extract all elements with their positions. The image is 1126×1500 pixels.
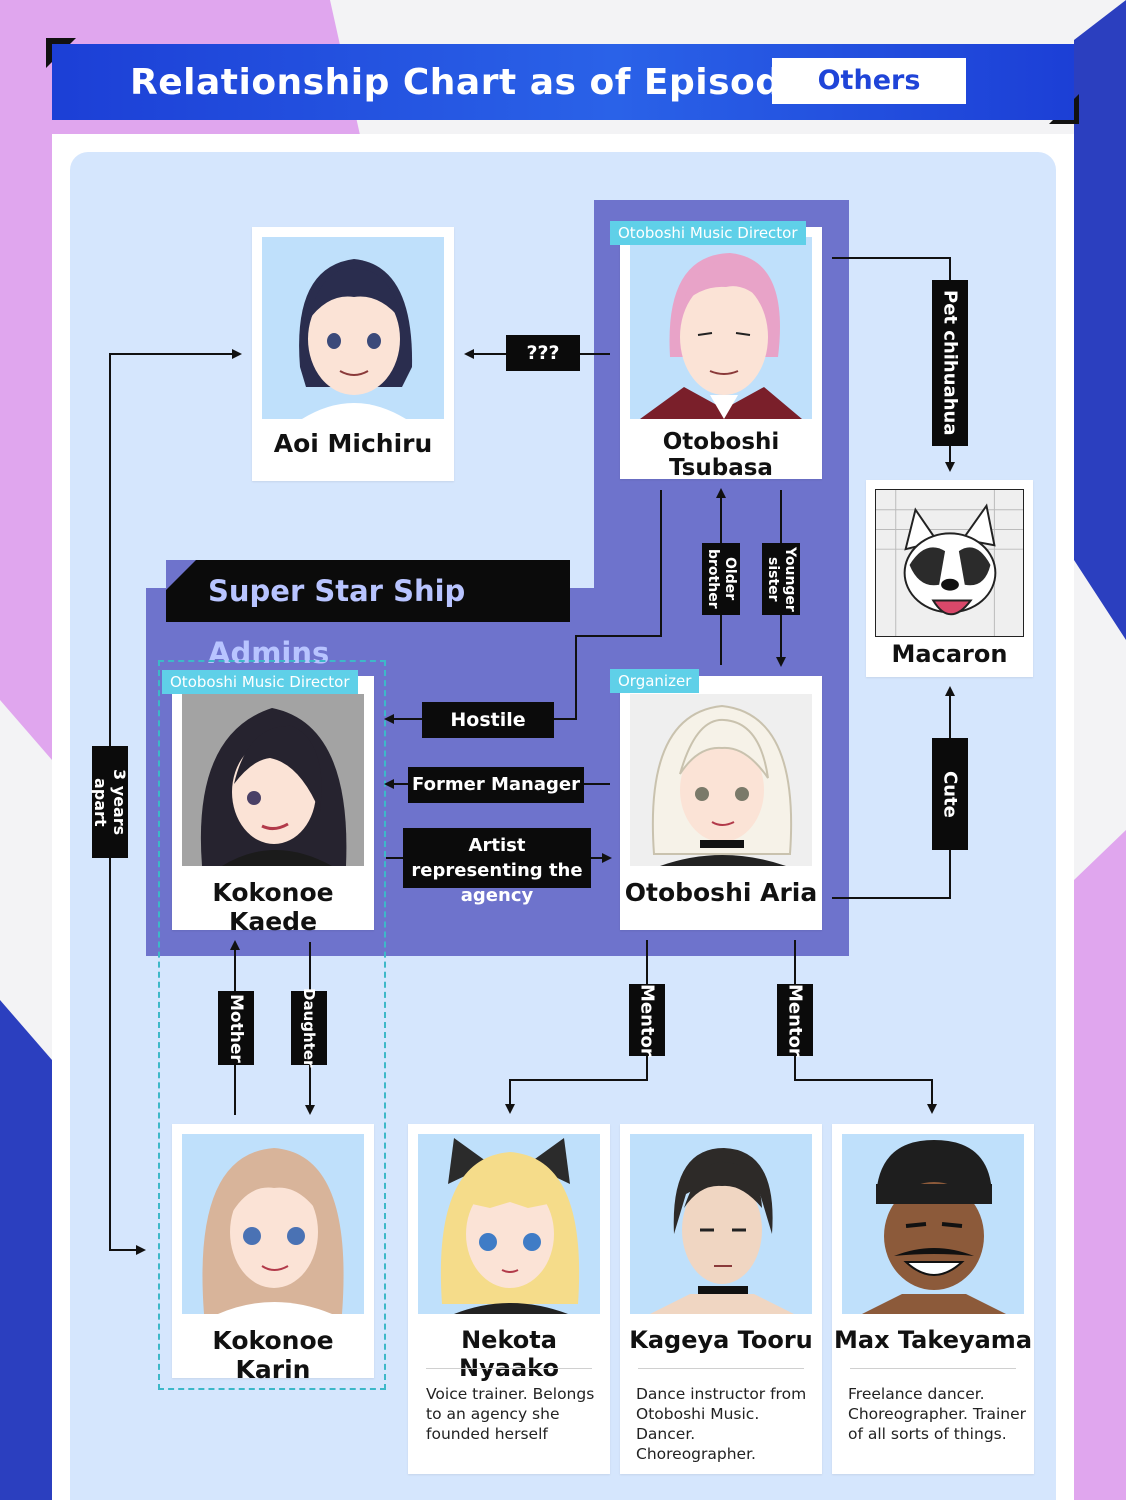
portrait-kaede xyxy=(182,694,364,866)
role-tag-aria: Organizer xyxy=(610,669,700,693)
portrait-karin xyxy=(182,1134,364,1314)
label-mentor-max: Mentor xyxy=(777,984,813,1056)
label-former-manager: Former Manager xyxy=(408,767,584,803)
label-3-years-apart: 3 years apart xyxy=(91,746,129,858)
label-daughter: Daughter xyxy=(291,988,327,1068)
label-cute: Cute xyxy=(932,738,968,850)
portrait-tsubasa xyxy=(630,237,812,419)
name-nekota-nyaako: Nekota Nyaako xyxy=(459,1326,559,1382)
separator xyxy=(638,1368,804,1369)
name-macaron: Macaron xyxy=(891,640,1008,668)
portrait-max xyxy=(842,1134,1024,1314)
name-max-takeyama: Max Takeyama xyxy=(833,1326,1033,1354)
card-kokonoe-karin[interactable]: Kokonoe Karin xyxy=(172,1124,374,1384)
name-kageya-tooru: Kageya Tooru xyxy=(629,1326,813,1354)
portrait-aoi xyxy=(262,237,444,419)
group-title: Super Star Ship Admins xyxy=(166,560,570,670)
role-tag-tsubasa: Otoboshi Music Director xyxy=(610,221,806,245)
card-kokonoe-kaede[interactable]: Kokonoe Kaede xyxy=(172,676,374,936)
label-mentor-nyaako: Mentor xyxy=(629,984,665,1056)
card-aoi-michiru[interactable]: Aoi Michiru xyxy=(252,227,454,481)
role-tag-kaede: Otoboshi Music Director xyxy=(162,670,358,694)
card-otoboshi-tsubasa[interactable]: Otoboshi Tsubasa xyxy=(620,227,822,481)
name-kokonoe-kaede: Kokonoe Kaede xyxy=(212,878,334,936)
label-older-brother: Older brother xyxy=(702,543,740,615)
label-artist-representing: Artist representing the agency xyxy=(403,828,591,906)
label-pet-chihuahua: Pet chihuahua xyxy=(932,280,968,446)
label-hostile: Hostile xyxy=(422,702,554,738)
name-otoboshi-aria: Otoboshi Aria xyxy=(624,878,818,907)
card-max-takeyama[interactable]: Max Takeyama Freelance dancer. Choreogra… xyxy=(832,1124,1034,1474)
desc-max-takeyama: Freelance dancer. Choreographer. Trainer… xyxy=(848,1385,1026,1443)
label-mother: Mother xyxy=(218,991,254,1065)
separator xyxy=(850,1368,1016,1369)
portrait-nyaako xyxy=(418,1134,600,1314)
card-kageya-tooru[interactable]: Kageya Tooru Dance instructor from Otobo… xyxy=(620,1124,822,1474)
portrait-tooru xyxy=(630,1134,812,1314)
portrait-macaron xyxy=(875,489,1024,637)
name-kokonoe-karin: Kokonoe Karin xyxy=(212,1326,334,1384)
page-title: Relationship Chart as of Episode 28 xyxy=(130,62,871,103)
desc-kageya-tooru: Dance instructor from Otoboshi Music. Da… xyxy=(636,1385,807,1463)
card-nekota-nyaako[interactable]: Nekota Nyaako Voice trainer. Belongs to … xyxy=(408,1124,610,1474)
label-younger-sister: Younger sister xyxy=(762,543,800,615)
name-aoi-michiru: Aoi Michiru xyxy=(273,429,433,458)
card-macaron[interactable]: Macaron xyxy=(866,480,1033,677)
label-unknown: ??? xyxy=(506,335,580,371)
category-tag: Others xyxy=(772,58,966,104)
card-otoboshi-aria[interactable]: Otoboshi Aria xyxy=(620,676,822,930)
kokonoe-family-box xyxy=(158,660,386,1390)
name-otoboshi-tsubasa: Otoboshi Tsubasa xyxy=(662,429,780,481)
separator xyxy=(426,1368,592,1369)
desc-nekota-nyaako: Voice trainer. Belongs to an agency she … xyxy=(426,1385,595,1443)
group-title-corner xyxy=(166,560,196,590)
portrait-aria xyxy=(630,694,812,866)
